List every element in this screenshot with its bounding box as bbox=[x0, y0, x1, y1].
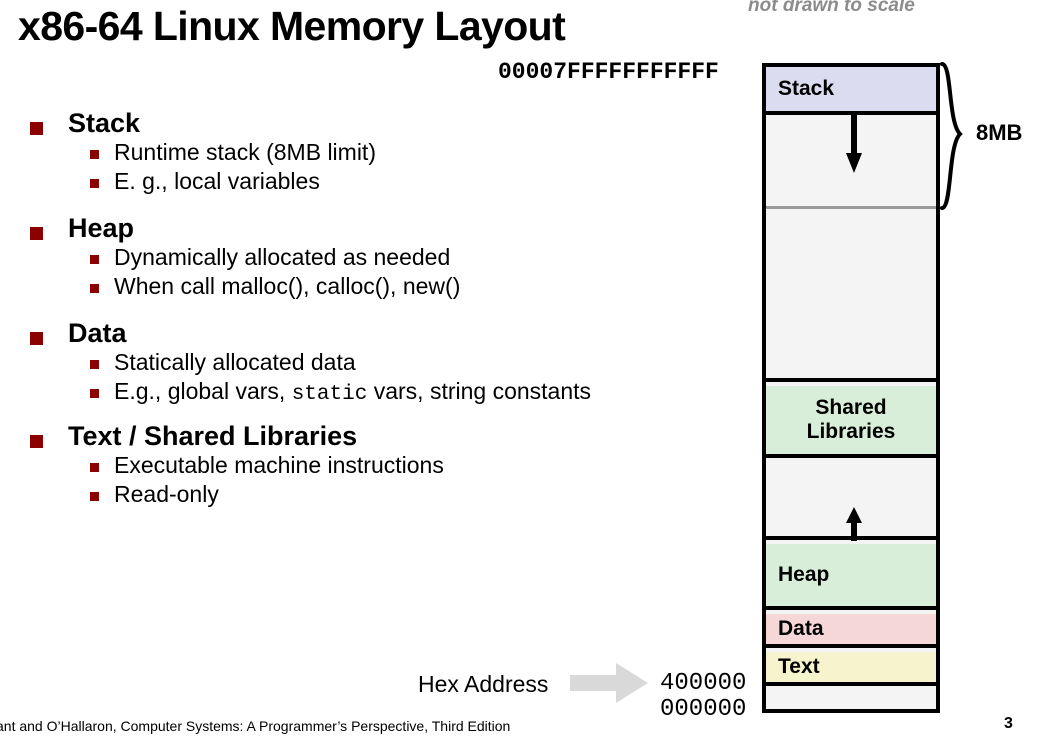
bullet-level2-label-pre: E.g., global vars, bbox=[114, 378, 292, 404]
bullet-level2-dynamically-allocated: Dynamically allocated as needed bbox=[22, 246, 732, 269]
bullet-level2-executable-instructions: Executable machine instructions bbox=[22, 454, 732, 477]
square-bullet-icon bbox=[30, 435, 43, 448]
brace-label-8mb: 8MB bbox=[976, 120, 1023, 145]
square-bullet-icon bbox=[90, 284, 99, 293]
stack-grows-down-arrow-icon bbox=[846, 115, 862, 173]
bullet-level1-label: Heap bbox=[68, 213, 135, 243]
bullet-level2-label-mono: static bbox=[291, 383, 368, 406]
bullet-level2-statically-allocated: Statically allocated data bbox=[22, 351, 732, 374]
memory-segment-text: Text bbox=[766, 652, 936, 686]
bullet-level2-label-post: vars, string constants bbox=[367, 378, 592, 404]
memory-segment-label: Text bbox=[778, 655, 820, 678]
memory-segment-label-line1: Shared bbox=[815, 395, 887, 419]
bullet-level2-runtime-stack: Runtime stack (8MB limit) bbox=[22, 141, 732, 164]
square-bullet-icon bbox=[30, 122, 43, 135]
memory-segment-label-line2: Libraries bbox=[806, 420, 896, 443]
top-address: 00007FFFFFFFFFFF bbox=[498, 58, 719, 85]
memory-segment-stack: Stack bbox=[766, 67, 936, 115]
memory-segment-heap: Heap bbox=[766, 544, 936, 610]
hex-address-label: Hex Address bbox=[418, 671, 549, 697]
bullet-level2-local-variables: E. g., local variables bbox=[22, 170, 732, 193]
bullet-level1-stack: Stack bbox=[22, 110, 732, 137]
heap-grows-up-arrow-icon bbox=[846, 507, 862, 541]
memory-segment-bottom-unused bbox=[766, 690, 936, 709]
bullet-level1-label: Text / Shared Libraries bbox=[68, 421, 358, 451]
bullet-level2-label: Statically allocated data bbox=[114, 349, 356, 375]
square-bullet-icon bbox=[90, 389, 99, 398]
bullet-level1-label: Stack bbox=[68, 108, 141, 138]
square-bullet-icon bbox=[30, 227, 43, 240]
bullet-level2-global-vars: E.g., global vars, static vars, string c… bbox=[22, 380, 732, 405]
memory-segment-label: Heap bbox=[778, 563, 830, 586]
bullet-level1-heap: Heap bbox=[22, 215, 732, 242]
bullet-level2-label: Read-only bbox=[114, 481, 219, 507]
bullet-level1-text-shared-libraries: Text / Shared Libraries bbox=[22, 423, 732, 450]
bullet-level1-data: Data bbox=[22, 320, 732, 347]
square-bullet-icon bbox=[90, 255, 99, 264]
square-bullet-icon bbox=[90, 179, 99, 188]
memory-segment-unused-large bbox=[766, 212, 936, 382]
square-bullet-icon bbox=[90, 492, 99, 501]
footer-citation: ant and O’Hallaron, Computer Systems: A … bbox=[0, 718, 511, 734]
bullet-list: Stack Runtime stack (8MB limit) E. g., l… bbox=[22, 110, 732, 512]
square-bullet-icon bbox=[90, 463, 99, 472]
bullet-level2-label: When call malloc(), calloc(), new() bbox=[114, 273, 461, 299]
bottom-address-low: 000000 bbox=[660, 696, 747, 723]
page-number: 3 bbox=[1004, 715, 1013, 732]
memory-segment-label: Data bbox=[778, 617, 824, 640]
bullet-level2-label: Dynamically allocated as needed bbox=[114, 244, 451, 270]
spacer bbox=[22, 304, 732, 320]
bottom-address-high: 400000 bbox=[660, 670, 747, 697]
not-to-scale-note: not drawn to scale bbox=[748, 0, 915, 16]
square-bullet-icon bbox=[30, 332, 43, 345]
memory-segment-label: Stack bbox=[778, 77, 835, 100]
bullet-level2-read-only: Read-only bbox=[22, 483, 732, 506]
page-title: x86-64 Linux Memory Layout bbox=[18, 3, 566, 49]
right-arrow-icon bbox=[570, 663, 648, 703]
bullet-level2-label: Runtime stack (8MB limit) bbox=[114, 139, 376, 165]
bullet-level2-when-call-malloc: When call malloc(), calloc(), new() bbox=[22, 275, 732, 298]
bottom-addresses: 400000 000000 bbox=[660, 671, 746, 723]
memory-segment-data: Data bbox=[766, 614, 936, 648]
bullet-level2-label: E. g., local variables bbox=[114, 168, 320, 194]
square-bullet-icon bbox=[90, 150, 99, 159]
square-bullet-icon bbox=[90, 360, 99, 369]
bullet-level1-label: Data bbox=[68, 318, 127, 348]
top-address-value: 00007FFFFFFFFFFF bbox=[498, 59, 719, 85]
curly-brace-icon bbox=[940, 62, 963, 210]
bullet-level2-label: Executable machine instructions bbox=[114, 452, 444, 478]
